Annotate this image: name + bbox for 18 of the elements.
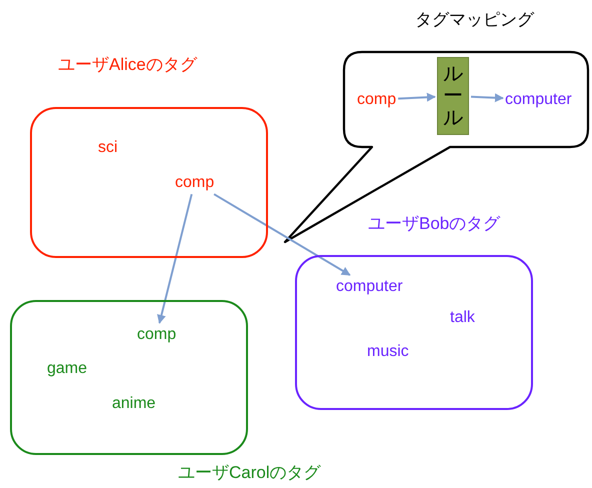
tag-label: comp	[357, 90, 396, 110]
group-heading: ユーザCarolのタグ	[178, 463, 321, 484]
tag-label: talk	[450, 308, 475, 328]
tag-label: music	[367, 342, 409, 362]
arrow	[214, 193, 351, 276]
arrow	[398, 92, 436, 102]
tag-label: sci	[98, 138, 118, 158]
arrow	[470, 93, 504, 102]
group-heading: タグマッピング	[415, 10, 534, 30]
tag-label: anime	[112, 394, 156, 414]
tag-label: comp	[137, 325, 176, 344]
group-heading: ユーザAliceのタグ	[58, 55, 197, 76]
tag-label: game	[47, 359, 88, 378]
tag-label: computer	[505, 90, 572, 110]
group-heading: ユーザBobのタグ	[368, 214, 500, 234]
arrow	[157, 194, 193, 324]
tag-label: computer	[336, 277, 403, 296]
tag-label: comp	[175, 173, 214, 192]
